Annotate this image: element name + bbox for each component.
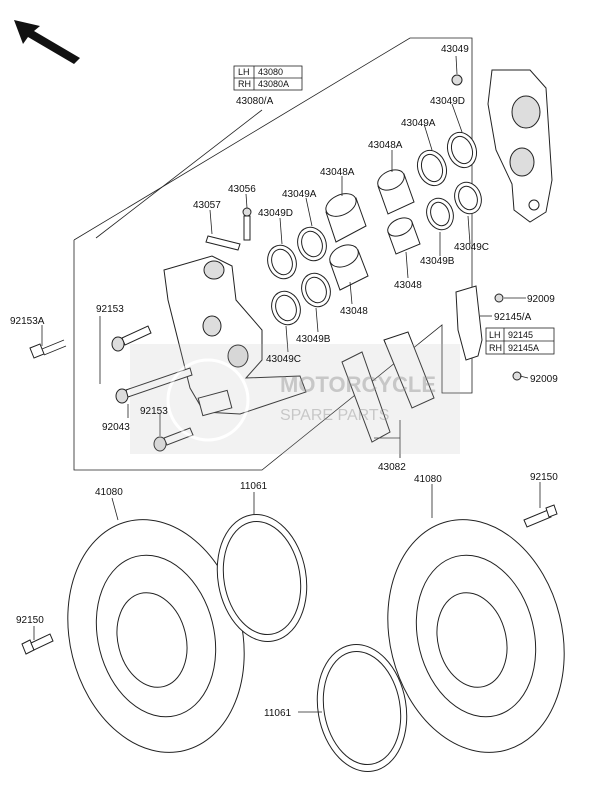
watermark-line2: SPARE PARTS (280, 407, 389, 424)
label-92153-bot: 92153 (140, 406, 168, 417)
bolt-92153A (29, 339, 67, 359)
label-43080A: 43080/A (236, 96, 274, 107)
piston-43048A-top (377, 169, 415, 215)
front-direction-arrow-icon (14, 20, 80, 64)
seal-43049C-mid (271, 290, 301, 326)
assembly-frame (73, 37, 473, 471)
label-43056: 43056 (228, 184, 256, 195)
piston-43048A-mid (325, 193, 367, 243)
brake-pad-left (341, 351, 391, 443)
label-43049D-top: 43049D (430, 96, 465, 107)
label-43049C-mid: 43049C (266, 354, 301, 365)
table-92145: LH 92145 RH 92145A (485, 327, 555, 355)
label-92153-top: 92153 (96, 304, 124, 315)
pad-spring-92145A (455, 285, 522, 381)
table-92145-rh-val: 92145A (508, 343, 539, 353)
seal-43049D-mid (267, 244, 297, 280)
seal-43049D-top (446, 131, 478, 169)
label-43049B-right: 43049B (420, 256, 455, 267)
label-43049A-mid: 43049A (282, 189, 317, 200)
label-43082: 43082 (378, 462, 406, 473)
leader-lines (33, 55, 541, 713)
label-43049D-mid: 43049D (258, 208, 293, 219)
bleed-cap-43049 (451, 74, 463, 86)
brake-pad-right (383, 331, 435, 409)
label-41080-left: 41080 (95, 487, 123, 498)
label-43048-b: 43048 (340, 306, 368, 317)
seal-43049B-mid (301, 272, 331, 308)
brake-disc-left (67, 519, 245, 753)
table-43080-rh-val: 43080A (258, 79, 289, 89)
seal-43049C-right (454, 181, 482, 215)
table-92145-lh-val: 92145 (508, 330, 533, 340)
bleed-valve-43056 (242, 207, 252, 241)
table-43080-rh-key: RH (238, 79, 251, 89)
piston-43048-top (387, 217, 421, 255)
table-43080-lh-key: LH (238, 67, 250, 77)
label-92009-bot: 92009 (530, 374, 558, 385)
label-43049: 43049 (441, 44, 469, 55)
caliper-outer-half (487, 69, 553, 223)
label-43049C-right: 43049C (454, 242, 489, 253)
label-11061-bot: 11061 (264, 708, 292, 719)
label-43049A-top: 43049A (401, 118, 436, 129)
gasket-11061-bot (316, 644, 408, 772)
brake-disc-right (387, 519, 565, 753)
caliper-inner-half (163, 255, 307, 417)
label-43057: 43057 (193, 200, 221, 211)
label-41080-right: 41080 (414, 474, 442, 485)
label-92150-left: 92150 (16, 615, 44, 626)
label-11061-top: 11061 (240, 481, 268, 492)
label-43048A-top: 43048A (368, 140, 403, 151)
label-92043: 92043 (102, 422, 130, 433)
piston-43048-mid (329, 244, 369, 291)
label-92009-top: 92009 (527, 294, 555, 305)
table-92145-lh-key: LH (489, 330, 501, 340)
label-92145A: 92145/A (494, 312, 532, 323)
pin-43057 (205, 235, 241, 251)
label-43048A-mid: 43048A (320, 167, 355, 178)
gasket-11061-top (216, 514, 308, 642)
bolt-92150-right (523, 504, 558, 528)
table-43080: LH 43080 RH 43080A (233, 65, 303, 91)
seal-43049A-mid (297, 226, 327, 262)
bolt-92153-top (111, 325, 152, 352)
label-92150-right: 92150 (530, 472, 558, 483)
leader-43080 (95, 109, 263, 239)
label-92153A: 92153A (10, 316, 45, 327)
seal-43049A-top (416, 149, 448, 187)
label-43048: 43048 (394, 280, 422, 291)
label-43049B-mid: 43049B (296, 334, 331, 345)
seal-43049B-right (426, 197, 454, 231)
watermark-line1: MOTORCYCLE (280, 372, 436, 397)
bolt-92150-left (21, 633, 54, 655)
watermark: MOTORCYCLE SPARE PARTS (130, 344, 460, 454)
table-92145-rh-key: RH (489, 343, 502, 353)
table-43080-lh-val: 43080 (258, 67, 283, 77)
